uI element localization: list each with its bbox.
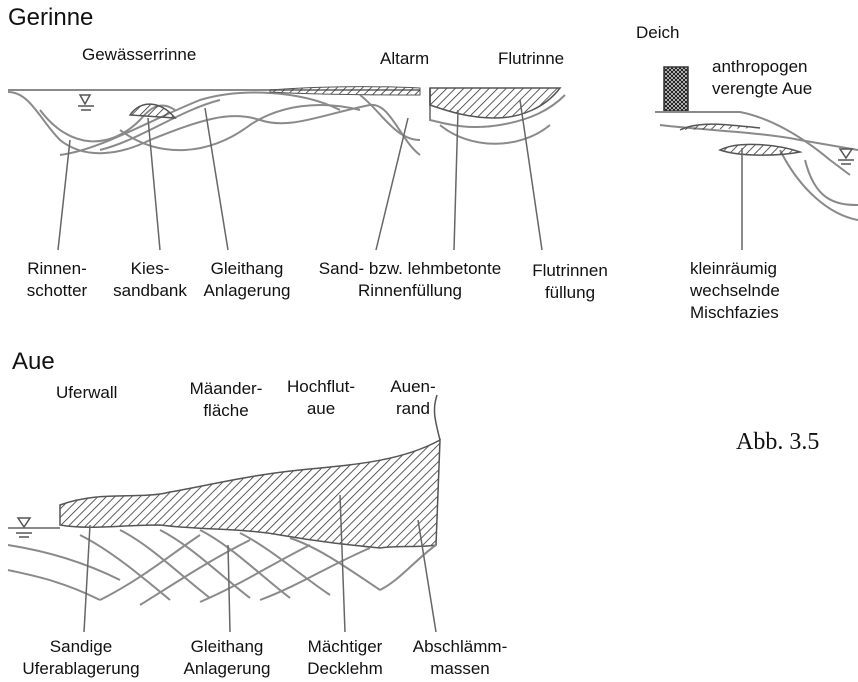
label-anthropogen: anthropogen verengte Aue [712, 56, 812, 100]
label-kiessandbank: Kies- sandbank [110, 258, 190, 302]
label-gleithang-aue-line1: Gleithang [172, 636, 282, 658]
label-auenrand-line1: Auen- [378, 376, 448, 398]
label-maeanderflaeche: Mäander- fläche [176, 378, 276, 422]
label-gewaesserrinne: Gewässerrinne [82, 44, 196, 66]
deich-block [664, 67, 688, 111]
gerinne-heading: Gerinne [8, 4, 93, 32]
label-rinnenfuellung-line2: Rinnenfüllung [310, 280, 510, 302]
label-hochflutaue-line1: Hochflut- [276, 376, 366, 398]
label-abschlaemmmassen-line2: massen [400, 658, 520, 680]
label-rinnenschotter: Rinnen- schotter [12, 258, 102, 302]
label-uferwall: Uferwall [56, 382, 117, 404]
label-rinnenschotter-line1: Rinnen- [12, 258, 102, 280]
label-gleithang-aue-line2: Anlagerung [172, 658, 282, 680]
label-kiessandbank-line1: Kies- [110, 258, 190, 280]
label-abschlaemmmassen: Abschlämm- massen [400, 636, 520, 680]
label-maeanderflaeche-line1: Mäander- [176, 378, 276, 400]
water-level-icon [78, 95, 94, 110]
label-auenrand: Auen- rand [378, 376, 448, 420]
label-uferablagerung-line2: Uferablagerung [6, 658, 156, 680]
label-rinnenfuellung: Sand- bzw. lehmbetonte Rinnenfüllung [310, 258, 510, 302]
label-rinnenschotter-line2: schotter [12, 280, 102, 302]
label-anthropogen-line1: anthropogen [712, 56, 812, 78]
label-uferablagerung: Sandige Uferablagerung [6, 636, 156, 680]
label-mischfazies-line1: kleinräumig [690, 258, 780, 280]
water-level-icon-deich [838, 149, 854, 164]
label-abschlaemmmassen-line1: Abschlämm- [400, 636, 520, 658]
label-mischfazies-line3: Mischfazies [690, 302, 780, 324]
label-flutrinne: Flutrinne [498, 48, 564, 70]
label-maeanderflaeche-line2: fläche [176, 400, 276, 422]
label-hochflutaue: Hochflut- aue [276, 376, 366, 420]
aue-profile [8, 395, 440, 605]
label-mischfazies: kleinräumig wechselnde Mischfazies [690, 258, 780, 324]
label-flutrinnenfuellung-line2: füllung [520, 282, 620, 304]
label-decklehm: Mächtiger Decklehm [290, 636, 400, 680]
label-flutrinnenfuellung: Flutrinnen füllung [520, 260, 620, 304]
label-deich: Deich [636, 22, 679, 44]
label-mischfazies-line2: wechselnde [690, 280, 780, 302]
label-gleithang-gerinne-line2: Anlagerung [192, 280, 302, 302]
label-altarm: Altarm [380, 48, 429, 70]
label-decklehm-line2: Decklehm [290, 658, 400, 680]
label-decklehm-line1: Mächtiger [290, 636, 400, 658]
label-hochflutaue-line2: aue [276, 398, 366, 420]
label-gleithang-gerinne: Gleithang Anlagerung [192, 258, 302, 302]
figure-caption: Abb. 3.5 [736, 428, 819, 456]
label-uferablagerung-line1: Sandige [6, 636, 156, 658]
label-auenrand-line2: rand [378, 398, 448, 420]
label-gleithang-aue: Gleithang Anlagerung [172, 636, 282, 680]
aue-heading: Aue [12, 348, 55, 376]
gerinne-profile [8, 87, 565, 155]
label-kiessandbank-line2: sandbank [110, 280, 190, 302]
label-flutrinnenfuellung-line1: Flutrinnen [520, 260, 620, 282]
label-gleithang-gerinne-line1: Gleithang [192, 258, 302, 280]
gerinne-leader-lines [58, 100, 542, 250]
label-anthropogen-line2: verengte Aue [712, 78, 812, 100]
label-rinnenfuellung-line1: Sand- bzw. lehmbetonte [310, 258, 510, 280]
